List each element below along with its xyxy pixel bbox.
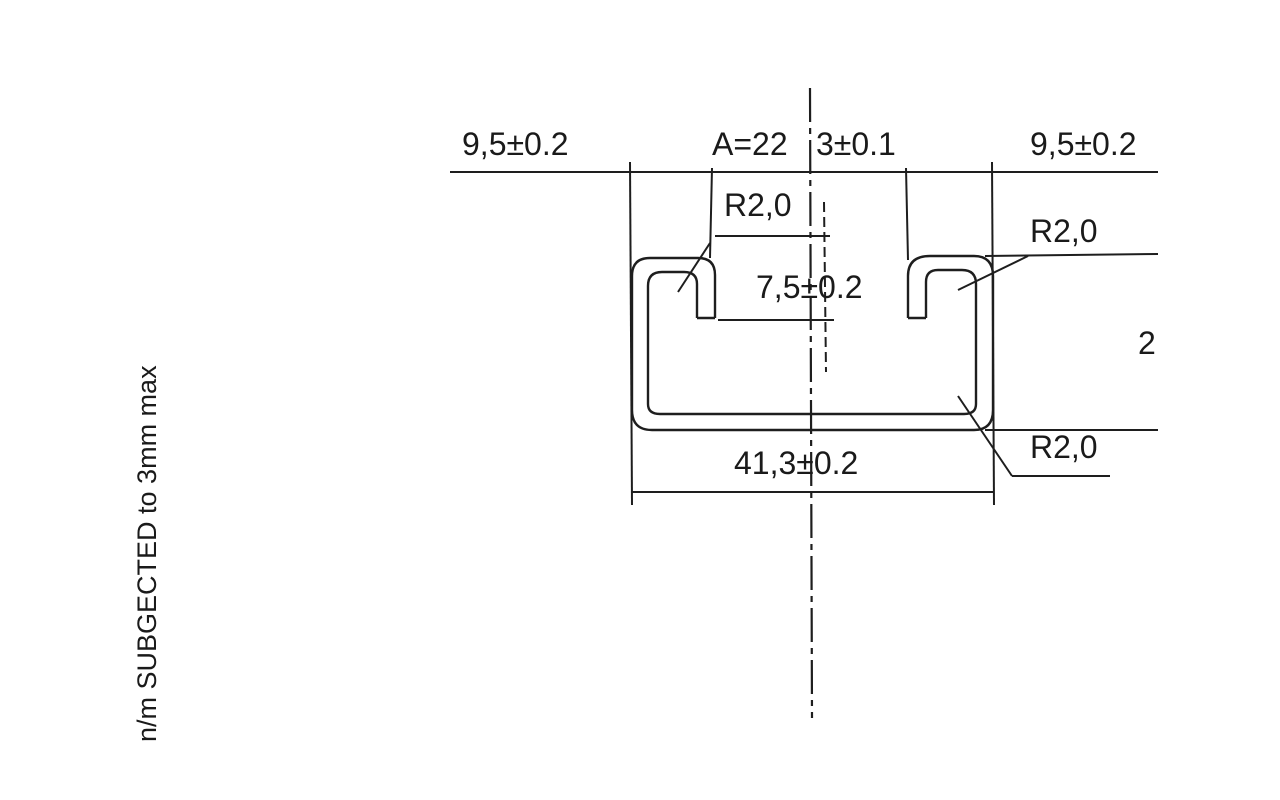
- radius-leader-bottom-right: [957, 395, 1013, 477]
- channel-outer-outline: [630, 254, 995, 432]
- extension-line-slot-right: [905, 167, 909, 261]
- overall-height-partial-label: 2: [1138, 325, 1156, 361]
- radius-leader-top-right: [957, 255, 1029, 291]
- radius-leader-top-left: [677, 242, 711, 293]
- side-note-text: n/m SUBGECTED to 3mm max: [132, 365, 162, 742]
- extension-line-slot-left: [709, 167, 713, 259]
- flange-left-dimension: 9,5±0.2: [462, 126, 569, 162]
- flange-right-dimension: 9,5±0.2: [1030, 126, 1137, 162]
- radius-leader-top-right-ext: [984, 253, 1159, 257]
- radius-bottom-right-label: R2,0: [1030, 429, 1098, 465]
- lip-thickness-dimension: 3±0.1: [816, 126, 896, 162]
- lip-height-dimension-line: [823, 201, 827, 373]
- radius-top-right-label: R2,0: [1030, 213, 1098, 249]
- overall-width-dimension: 41,3±0.2: [734, 445, 858, 481]
- channel-inner-outline: [646, 268, 978, 416]
- slot-width-dimension: A=22: [712, 126, 788, 162]
- lip-height-dimension: 7,5±0.2: [756, 269, 863, 305]
- radius-top-left-label: R2,0: [724, 187, 792, 223]
- center-line: [808, 87, 814, 719]
